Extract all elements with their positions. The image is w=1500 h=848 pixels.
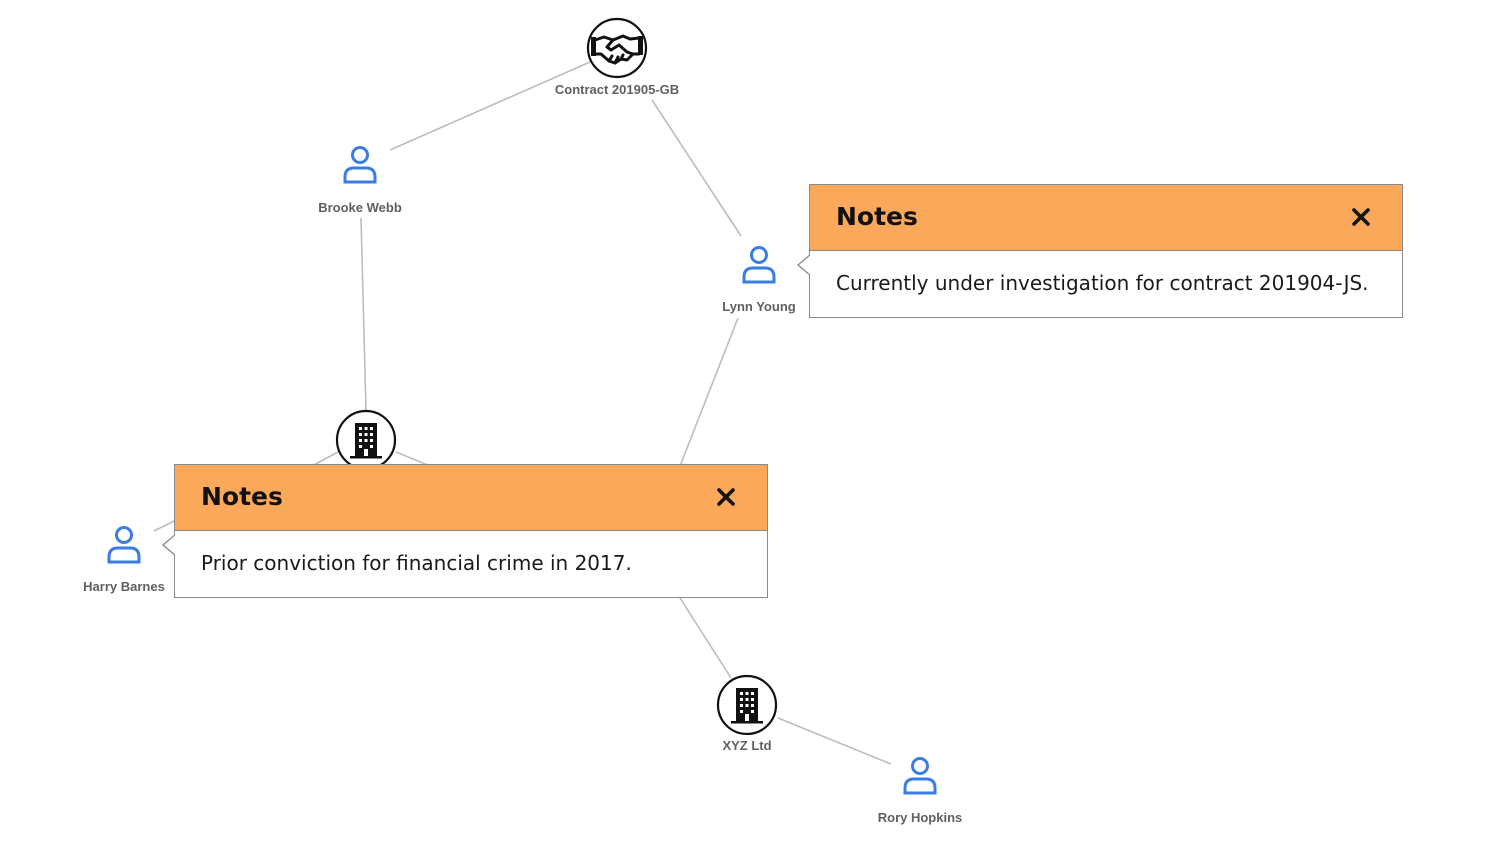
node-label-contract: Contract 201905-GB (555, 82, 679, 97)
node-harry-barnes[interactable]: Harry Barnes (83, 526, 165, 595)
person-icon (343, 146, 377, 184)
edge-lynn-xyz-bottom (679, 597, 732, 679)
node-brooke-webb[interactable]: Brooke Webb (318, 146, 402, 216)
person-icon (107, 526, 141, 564)
notes-popup-lynn: Notes Currently under investigation for … (797, 184, 1403, 318)
edge-xyz-rory (777, 717, 892, 765)
person-icon (903, 757, 937, 795)
edge-lynn-xyz-top (679, 317, 739, 467)
node-lynn-young[interactable]: Lynn Young (722, 246, 796, 315)
close-icon[interactable] (711, 482, 741, 512)
edge-contract-lynn (651, 99, 742, 237)
person-icon (742, 246, 776, 284)
building-icon (731, 688, 763, 724)
notes-text: Prior conviction for financial crime in … (201, 551, 632, 575)
handshake-icon (591, 34, 643, 65)
edge-company-harry-left (311, 451, 339, 467)
notes-header: Notes (810, 185, 1402, 251)
edge-harry-stub (153, 519, 177, 532)
edge-contract-brooke (389, 61, 591, 151)
notes-title: Notes (836, 202, 918, 231)
notes-title: Notes (201, 482, 283, 511)
notes-popup-harry: Notes Prior conviction for financial cri… (162, 464, 768, 598)
node-contract[interactable]: Contract 201905-GB (555, 17, 679, 97)
node-rory-hopkins[interactable]: Rory Hopkins (878, 757, 963, 826)
node-company[interactable] (335, 409, 397, 471)
node-label-brooke: Brooke Webb (318, 200, 402, 215)
graph-edges (153, 61, 892, 765)
node-xyz-ltd[interactable]: XYZ Ltd (716, 674, 778, 753)
edge-brooke-company (360, 217, 367, 411)
close-icon[interactable] (1346, 202, 1376, 232)
node-label-xyz: XYZ Ltd (722, 738, 771, 753)
node-label-harry: Harry Barnes (83, 579, 165, 594)
notes-text: Currently under investigation for contra… (836, 271, 1369, 295)
notes-header: Notes (175, 465, 767, 531)
edge-company-right (395, 451, 431, 467)
node-label-lynn: Lynn Young (722, 299, 795, 314)
node-label-rory: Rory Hopkins (878, 810, 963, 825)
building-icon (350, 423, 382, 459)
